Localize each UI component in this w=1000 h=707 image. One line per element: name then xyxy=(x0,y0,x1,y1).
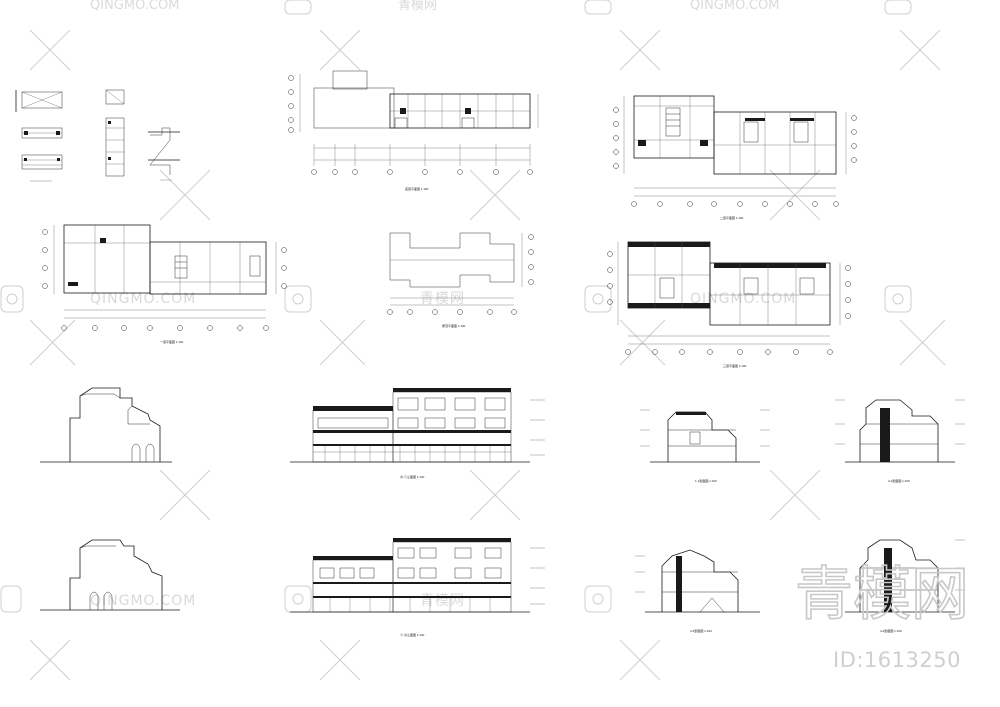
section-1-1: 1-1剖面图 1:100 xyxy=(640,409,770,483)
third-floor-plan: 三层平面图 1:100 xyxy=(607,241,851,368)
drawing-caption: ①-⑩立面图 1:100 xyxy=(400,632,425,637)
drawing-caption: ⑩-①立面图 1:100 xyxy=(400,474,425,479)
second-floor-plan: 二层平面图 1:100 xyxy=(613,95,857,220)
drawing-caption: 3-3剖面图 1:100 xyxy=(690,628,712,633)
watermark-brand-latin: QINGMO.COM xyxy=(90,593,196,609)
drawing-caption: 1-1剖面图 1:100 xyxy=(695,478,717,483)
drawing-caption: 4-4剖面图 1:100 xyxy=(880,628,902,633)
back-elevation: ①-⑩立面图 1:100 xyxy=(290,538,545,637)
watermark-brand-cn: 青模网 xyxy=(398,0,437,13)
watermark-brand-latin: QINGMO.COM xyxy=(90,0,179,13)
first-floor-plan: 一层平面图 1:100 xyxy=(42,224,287,344)
watermark-brand-cn-large: 青模网 xyxy=(795,560,969,628)
drawing-caption: 一层平面图 1:100 xyxy=(160,339,184,344)
drawing-caption: 屋顶平面图 1:100 xyxy=(442,323,466,328)
watermark-brand-latin: QINGMO.COM xyxy=(90,291,196,307)
watermark-id-label: ID:1613250 xyxy=(833,648,961,672)
watermark-brand-latin: QINGMO.COM xyxy=(690,0,779,13)
section-3-3: 3-3剖面图 1:100 xyxy=(635,549,760,633)
drawing-caption: 三层平面图 1:100 xyxy=(723,363,747,368)
section-2-2: 2-2剖面图 1:100 xyxy=(835,399,965,483)
roof-plan: 屋顶平面图 1:100 xyxy=(387,232,534,328)
drawing-caption: 底层平面图 1:100 xyxy=(405,186,429,191)
drawing-caption: 2-2剖面图 1:100 xyxy=(888,478,910,483)
ground-floor-plan: 底层平面图 1:100 xyxy=(288,70,539,191)
drawing-caption: 二层平面图 1:100 xyxy=(720,215,744,220)
side-elevation-1 xyxy=(40,387,172,463)
watermark-diagonal-lines xyxy=(29,29,946,681)
watermark-brand-cn: 青模网 xyxy=(420,291,465,307)
front-elevation: ⑩-①立面图 1:100 xyxy=(290,388,545,479)
side-elevation-2 xyxy=(40,539,180,611)
section-4-4: 4-4剖面图 1:100 xyxy=(845,539,965,633)
watermark-logo-icon xyxy=(0,0,912,613)
watermark-brand-cn: 青模网 xyxy=(420,593,465,609)
detail-drawings xyxy=(15,89,180,182)
